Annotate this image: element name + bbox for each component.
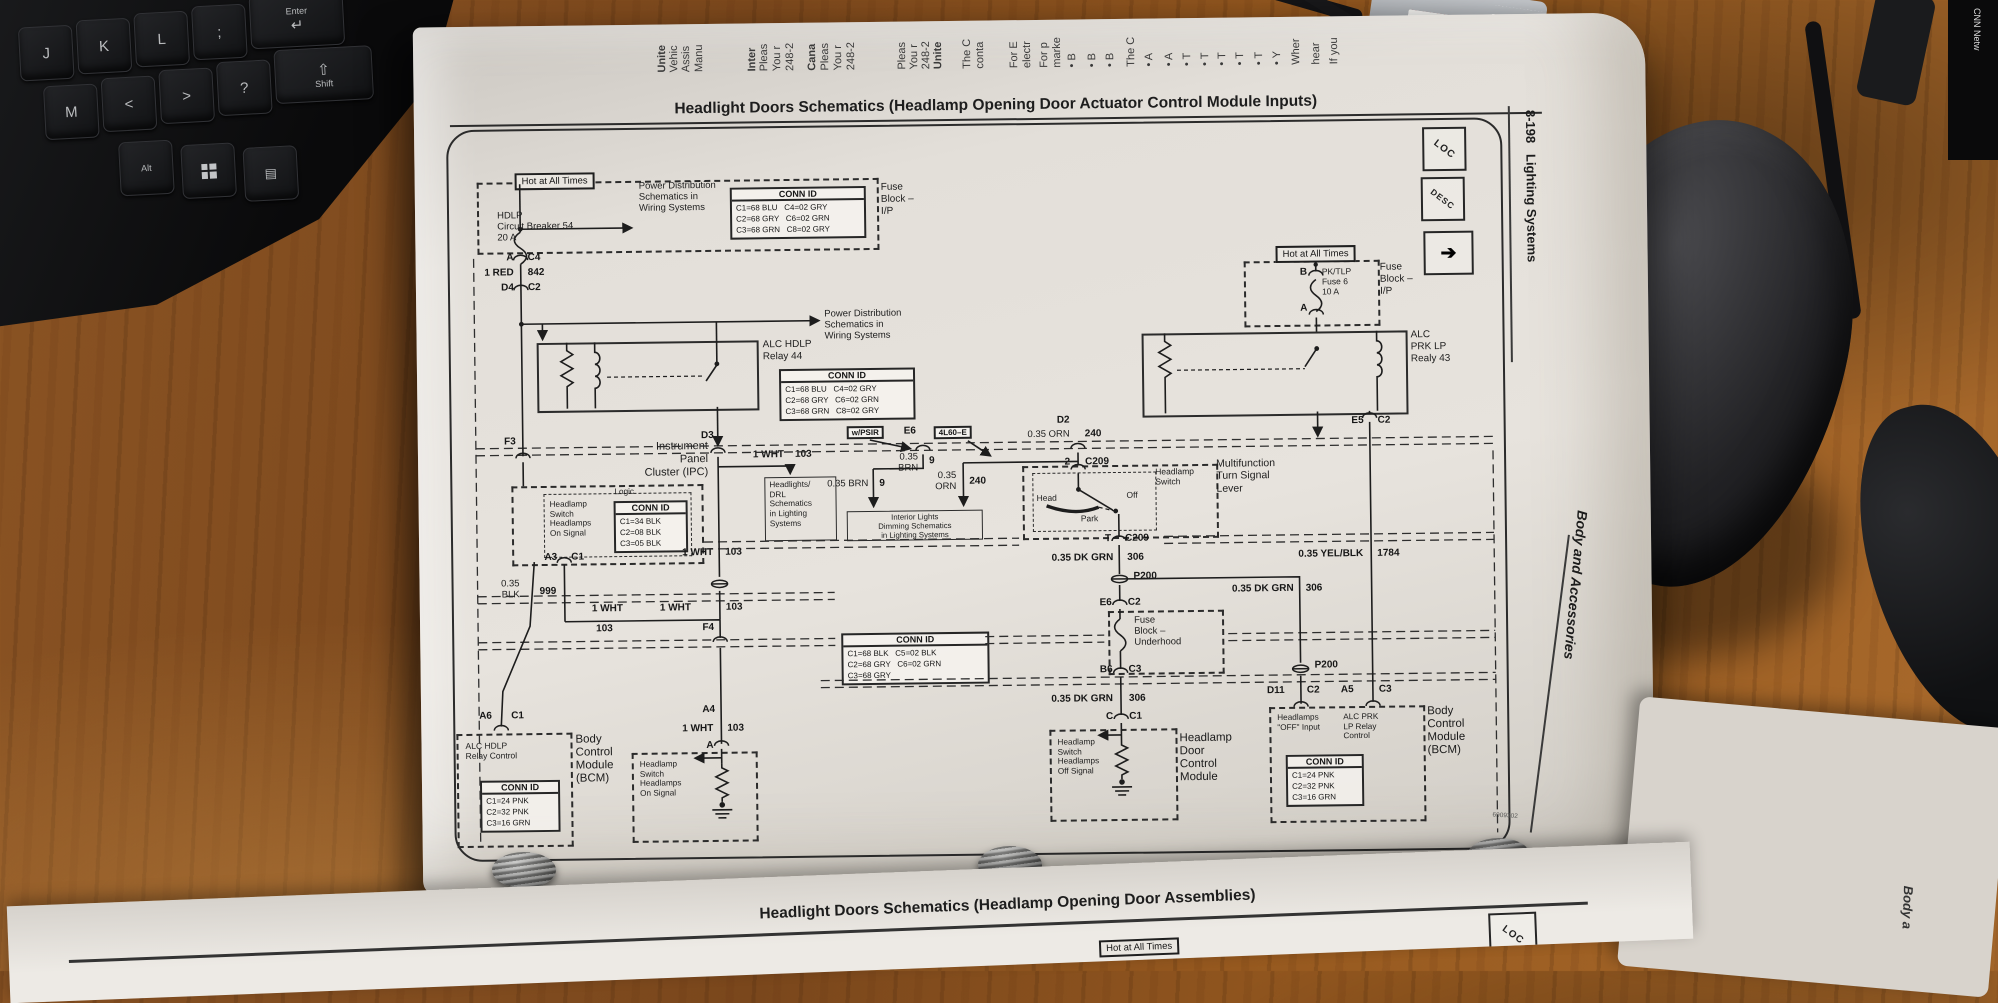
- loc-icon-label: LOC: [1499, 923, 1526, 947]
- key-l: L: [133, 11, 190, 68]
- key-semicolon: ;: [191, 4, 248, 61]
- dark-object: [1833, 384, 1998, 756]
- next-page-loc-icon: LOC: [1488, 911, 1538, 958]
- cable-plug: [1855, 0, 1937, 108]
- key-comma: <: [101, 75, 158, 132]
- key-label: L: [157, 30, 167, 48]
- menu-key-icon: ▤: [264, 165, 278, 181]
- key-label: Shift: [314, 78, 334, 90]
- cnn-device-label: CNN Netw: [1972, 8, 1982, 51]
- key-label: Enter: [285, 5, 308, 17]
- harness-dashed-lines: [472, 258, 1499, 845]
- key-alt: Alt: [118, 140, 175, 197]
- junction-dots: [517, 226, 1320, 808]
- key-label: J: [42, 44, 51, 62]
- shift-arrow-icon: ⇧: [316, 61, 331, 79]
- splice-symbols: [710, 574, 1310, 674]
- next-page-title: Headlight Doors Schematics (Headlamp Ope…: [759, 886, 1256, 923]
- key-k: K: [76, 18, 133, 75]
- cnn-device: CNN Netw: [1948, 0, 1998, 160]
- key-label: M: [64, 103, 79, 121]
- relay-internal-dashed: [607, 368, 1305, 512]
- key-j: J: [18, 25, 75, 82]
- key-enter: Enter↵: [248, 0, 345, 49]
- key-label: <: [124, 95, 134, 113]
- key-slash: ?: [216, 59, 273, 116]
- solid-wires: [500, 184, 1383, 819]
- key-label: >: [181, 87, 192, 105]
- key-label: ;: [216, 23, 222, 41]
- wiring-layer: [472, 184, 1499, 845]
- key-m: M: [43, 84, 100, 141]
- key-label: ?: [239, 79, 249, 97]
- key-windows: [180, 142, 237, 199]
- enter-arrow-icon: ↵: [290, 16, 304, 35]
- key-menu: ▤: [242, 145, 299, 202]
- key-label: K: [98, 37, 110, 55]
- key-period: >: [158, 67, 215, 124]
- connector-symbols: [493, 254, 1381, 747]
- windows-logo-icon: [201, 163, 217, 179]
- key-shift: ⇧Shift: [273, 45, 374, 104]
- key-label: Alt: [140, 162, 152, 174]
- under-page-edge-text: Body a: [1899, 885, 1916, 930]
- switch-wiper-arc: [1046, 504, 1100, 514]
- binder-ring: [492, 852, 556, 888]
- next-page-hot-box: Hot at All Times: [1098, 937, 1180, 958]
